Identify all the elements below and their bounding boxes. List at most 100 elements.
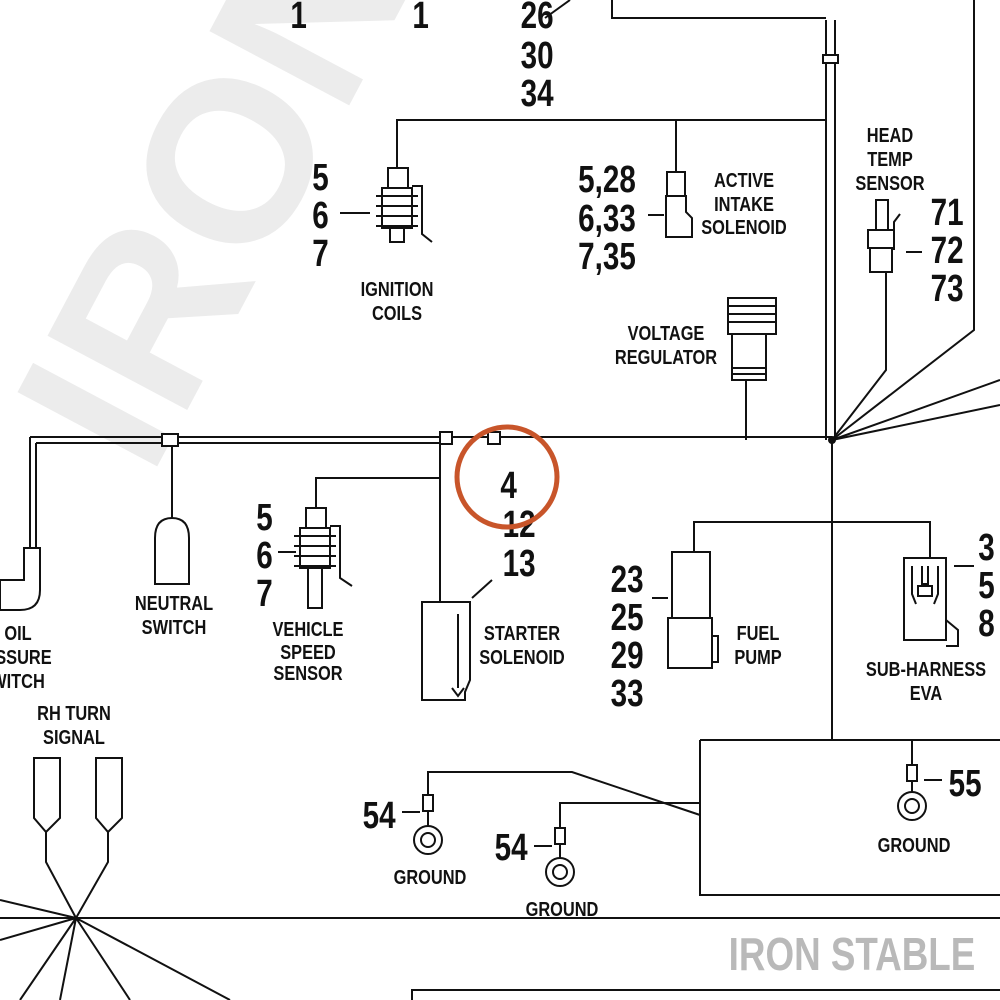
ignition-ref-1: 5 bbox=[312, 157, 328, 199]
oil-label-3: WITCH bbox=[0, 669, 45, 692]
oil-label-2: ESSURE bbox=[0, 645, 52, 668]
ref-top-stack-1: 26 bbox=[521, 0, 554, 37]
bottom-wire bbox=[411, 989, 1000, 1000]
eva-label-1: SUB-HARNESS bbox=[866, 657, 986, 680]
vss-ref-2: 6 bbox=[256, 535, 272, 577]
fuel-ref-1: 23 bbox=[611, 559, 644, 601]
right-wire-3 bbox=[831, 0, 975, 441]
turn-label-2: SIGNAL bbox=[43, 725, 105, 748]
regulator-label-1: VOLTAGE bbox=[628, 321, 705, 344]
ground-mid: 54 GROUND bbox=[495, 827, 599, 921]
head-temp-wire bbox=[831, 240, 887, 441]
ignition-coils: 5 6 7 IGNITION COILS bbox=[312, 157, 433, 325]
top-leader bbox=[544, 0, 571, 19]
rh-turn-signal: RH TURN SIGNAL bbox=[33, 701, 123, 834]
turn-signal-wires bbox=[45, 832, 109, 919]
ignition-label-2: COILS bbox=[372, 301, 422, 324]
ground-left: 54 GROUND bbox=[363, 794, 467, 888]
active-intake-solenoid: 5,28 6,33 7,35 ACTIVE INTAKE SOLENOID bbox=[578, 159, 787, 278]
intake-label-3: SOLENOID bbox=[701, 215, 787, 238]
bus-connector-1 bbox=[161, 433, 179, 447]
ignition-coil-cap bbox=[387, 167, 409, 189]
ref-top-left: 1 bbox=[290, 0, 306, 37]
highlight-circle bbox=[454, 424, 560, 530]
trunk-connector bbox=[822, 54, 839, 64]
ground-right-label: GROUND bbox=[878, 833, 951, 856]
neutral-label-2: SWITCH bbox=[142, 615, 207, 638]
fuel-ref-3: 29 bbox=[611, 635, 644, 677]
bus-connector-2 bbox=[439, 431, 453, 445]
eva-ref-3: 8 bbox=[978, 603, 994, 645]
vss-label-3: SENSOR bbox=[273, 661, 342, 684]
right-wire-2 bbox=[831, 404, 1000, 441]
ref-top-stack-2: 30 bbox=[521, 35, 554, 77]
vss-ref-3: 7 bbox=[256, 573, 272, 615]
fuel-pump: 23 25 29 33 FUEL PUMP bbox=[611, 551, 782, 715]
junction-node bbox=[828, 436, 836, 444]
head-temp-label-2: TEMP bbox=[867, 147, 913, 170]
fuel-ref-2: 25 bbox=[611, 597, 644, 639]
oil-label-1: OIL bbox=[4, 621, 31, 644]
starter-ref-3: 13 bbox=[503, 543, 536, 585]
vss-ref-1: 5 bbox=[256, 497, 272, 539]
fuel-ref-4: 33 bbox=[611, 673, 644, 715]
starter-solenoid: 4 12 13 STARTER SOLENOID bbox=[421, 424, 565, 701]
head-temp-label-1: HEAD bbox=[867, 123, 913, 146]
vss-label-2: SPEED bbox=[280, 640, 336, 663]
head-temp-label-3: SENSOR bbox=[855, 171, 924, 194]
intake-label-2: INTAKE bbox=[714, 192, 774, 215]
watermark-text: IRON STABLE bbox=[0, 0, 917, 503]
head-temp-sensor: HEAD TEMP SENSOR 71 72 73 bbox=[855, 123, 963, 310]
ref-top-stack-3: 34 bbox=[521, 73, 554, 115]
eva-ref-1: 3 bbox=[978, 527, 994, 569]
ground-right-ref: 55 bbox=[949, 763, 982, 805]
eva-label-2: EVA bbox=[910, 681, 942, 704]
neutral-switch: NEUTRAL SWITCH bbox=[135, 516, 213, 638]
turn-signal-fan bbox=[0, 899, 231, 1000]
regulator-label-2: REGULATOR bbox=[615, 345, 717, 368]
ground-right: 55 GROUND bbox=[878, 763, 982, 857]
vss-label-1: VEHICLE bbox=[273, 617, 344, 640]
fuel-pump-wire bbox=[693, 521, 832, 552]
starter-label-1: STARTER bbox=[484, 621, 560, 644]
neutral-label-1: NEUTRAL bbox=[135, 591, 213, 614]
intake-label-1: ACTIVE bbox=[714, 168, 774, 191]
voltage-regulator: VOLTAGE REGULATOR bbox=[615, 297, 777, 381]
bus-connector-3 bbox=[487, 431, 501, 445]
ground-mid-label: GROUND bbox=[526, 897, 599, 920]
vss-wire bbox=[315, 437, 441, 508]
oil-pressure-switch: OIL ESSURE WITCH bbox=[0, 547, 52, 692]
ignition-feed-wire bbox=[396, 119, 826, 168]
ignition-ref-2: 6 bbox=[312, 195, 328, 237]
ground-box bbox=[699, 739, 1000, 896]
starter-label-2: SOLENOID bbox=[479, 645, 565, 668]
ignition-coil-body bbox=[381, 187, 413, 229]
head-temp-ref-3: 73 bbox=[931, 268, 964, 310]
intake-ref-2: 6,33 bbox=[578, 198, 636, 240]
starter-ref-1: 4 bbox=[500, 465, 517, 507]
brand-logo-text: IRON STABLE bbox=[729, 928, 976, 980]
intake-ref-1: 5,28 bbox=[578, 159, 636, 201]
head-temp-ref-2: 72 bbox=[931, 230, 964, 272]
top-wire bbox=[611, 0, 826, 19]
subharness-wire bbox=[832, 521, 931, 558]
ignition-ref-3: 7 bbox=[312, 233, 328, 275]
intake-ref-3: 7,35 bbox=[578, 236, 636, 278]
head-temp-ref-1: 71 bbox=[931, 192, 964, 234]
ground-mid-wire bbox=[559, 802, 700, 828]
ground-left-wire bbox=[427, 771, 701, 816]
fuel-label-1: FUEL bbox=[737, 621, 780, 644]
turn-label-1: RH TURN bbox=[37, 701, 111, 724]
ground-left-label: GROUND bbox=[394, 865, 467, 888]
right-wire-1 bbox=[831, 379, 1000, 441]
eva-ref-2: 5 bbox=[978, 565, 994, 607]
fuel-label-2: PUMP bbox=[734, 645, 781, 668]
ignition-label-1: IGNITION bbox=[361, 277, 434, 300]
sub-harness-eva: 3 5 8 SUB-HARNESS EVA bbox=[866, 527, 995, 705]
ground-left-ref: 54 bbox=[363, 795, 396, 837]
ref-top-mid: 1 bbox=[412, 0, 428, 37]
watermark: IRON STABLE bbox=[0, 0, 917, 503]
